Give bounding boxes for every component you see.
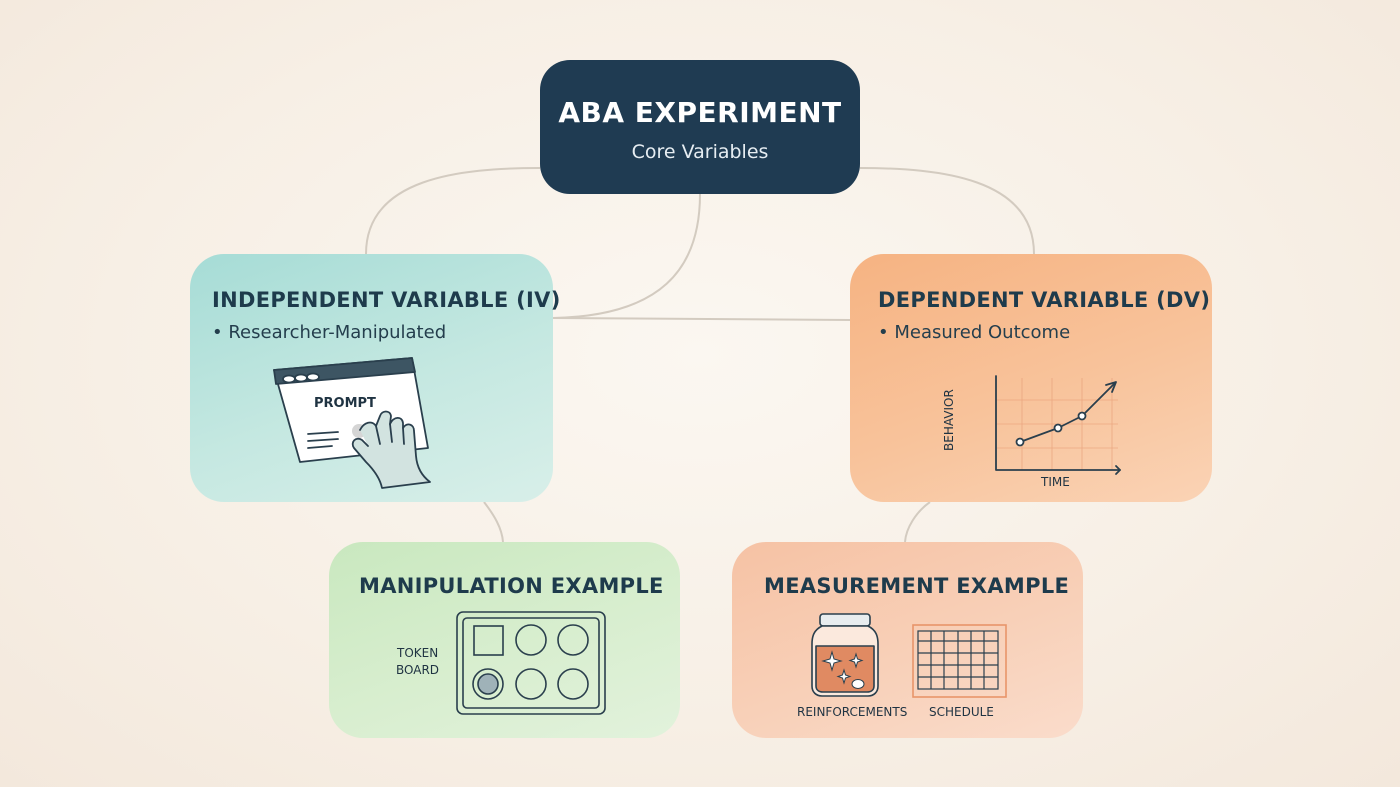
manipulation-title: MANIPULATION EXAMPLE xyxy=(359,574,664,598)
independent-variable-node: INDEPENDENT VARIABLE (IV) • Researcher-M… xyxy=(190,254,560,502)
iv-bullet: • Researcher-Manipulated xyxy=(212,322,447,343)
measurement-label-right: SCHEDULE xyxy=(929,705,994,719)
dv-title: DEPENDENT VARIABLE (DV) xyxy=(878,288,1211,312)
schedule-grid-icon xyxy=(912,624,1007,698)
dv-bullet: • Measured Outcome xyxy=(878,322,1071,343)
measurement-label-left: REINFORCEMENTS xyxy=(797,705,908,719)
dv-graph-x-label: TIME xyxy=(1041,475,1070,489)
manipulation-label-line1: TOKEN xyxy=(397,646,439,660)
dependent-variable-node: DEPENDENT VARIABLE (DV) • Measured Outco… xyxy=(850,254,1212,502)
root-subtitle: Core Variables xyxy=(631,141,769,163)
behavior-time-graph-icon xyxy=(995,375,1121,475)
connector-root-dv xyxy=(859,167,1035,255)
connector-dv-measurement xyxy=(904,501,931,543)
manipulation-example-node: MANIPULATION EXAMPLE TOKEN BOARD xyxy=(329,542,680,738)
connector-iv-dv xyxy=(552,317,851,321)
dv-graph-y-label: BEHAVIOR xyxy=(942,389,956,451)
root-title: ABA EXPERIMENT xyxy=(558,96,842,129)
connector-root-center xyxy=(552,193,701,319)
token-board-icon xyxy=(456,611,606,715)
prompt-window-hand-icon: PROMPT xyxy=(273,357,431,489)
measurement-example-node: MEASUREMENT EXAMPLE REINFORCEMENTS SCHED… xyxy=(732,542,1083,738)
manipulation-label-line2: BOARD xyxy=(396,663,440,677)
measurement-title: MEASUREMENT EXAMPLE xyxy=(764,574,1070,598)
root-node: ABA EXPERIMENT Core Variables xyxy=(540,60,860,194)
iv-title: INDEPENDENT VARIABLE (IV) xyxy=(212,288,561,312)
connector-root-iv xyxy=(365,167,541,255)
iv-illustration-label: PROMPT xyxy=(314,396,376,411)
connector-iv-manipulation xyxy=(483,501,504,543)
reinforcement-jar-icon xyxy=(811,613,879,697)
